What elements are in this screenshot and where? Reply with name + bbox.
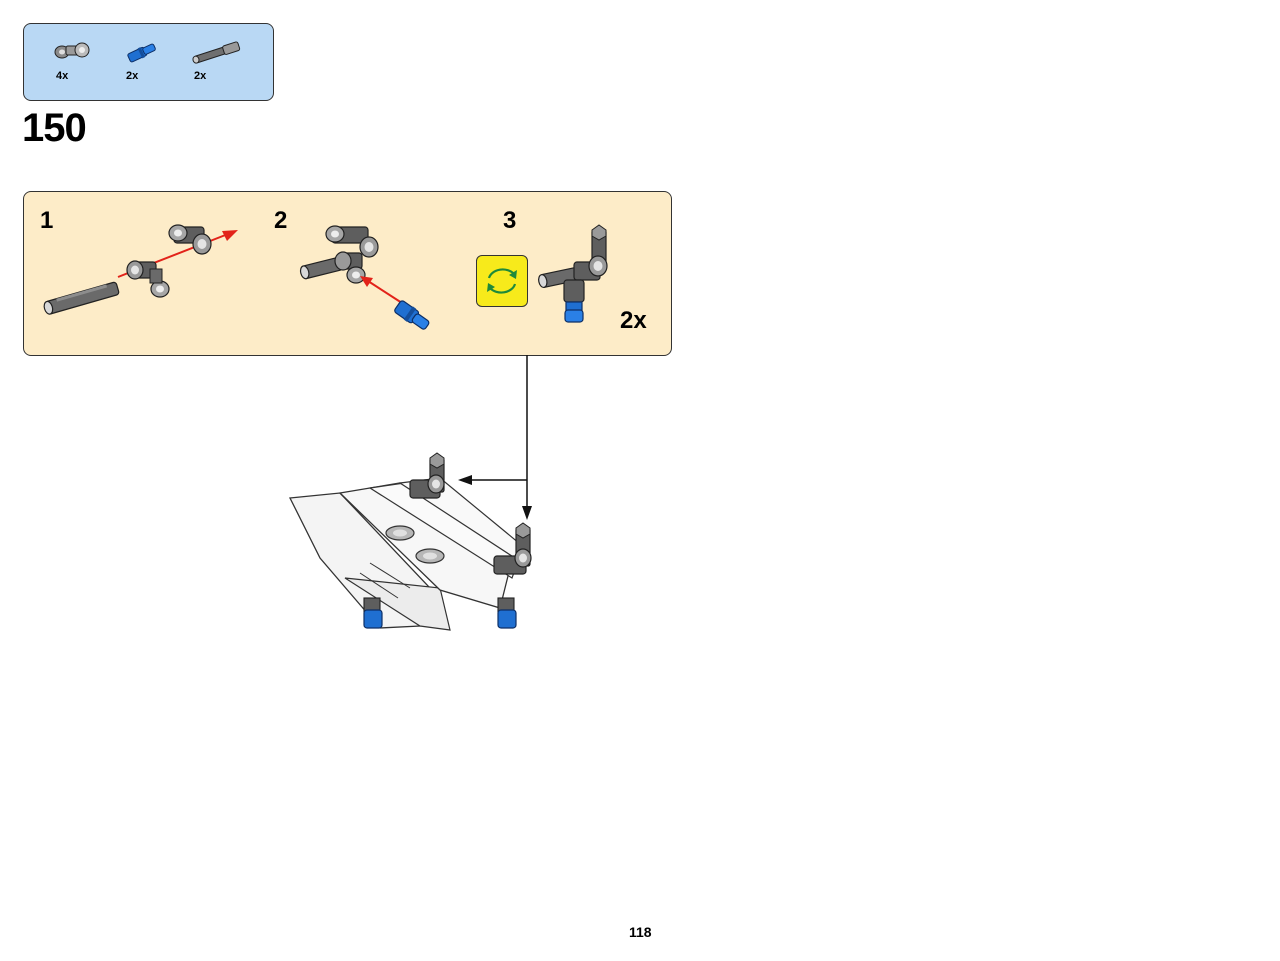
pin-connector-icon [54, 42, 90, 59]
parts-list-box: 4x 2x 2x [23, 23, 274, 101]
parts-item-qty: 2x [126, 70, 139, 82]
parts-item-blue-pin: 2x [122, 38, 182, 92]
sub-step-1-illustration [43, 224, 238, 315]
rotate-icon [476, 255, 528, 307]
sub-step-number: 1 [40, 207, 54, 234]
sub-step-number: 2 [274, 207, 288, 234]
parts-item-pin-connector: 4x [52, 38, 112, 92]
axle-icon [192, 41, 241, 64]
sub-step-2-illustration [299, 225, 430, 330]
sub-assembly-multiplier: 2x [620, 307, 647, 334]
sub-step-number: 3 [503, 207, 517, 234]
step-number: 150 [22, 106, 87, 150]
sub-assembly-box: 1 2 3 [23, 191, 672, 356]
page-number: 118 [629, 924, 652, 940]
sub-step-3-illustration [538, 224, 608, 323]
main-model-illustration [288, 452, 532, 631]
parts-item-qty: 2x [194, 70, 207, 82]
parts-item-axle: 2x [190, 38, 250, 92]
parts-item-qty: 4x [56, 70, 69, 82]
blue-pin-icon [127, 43, 156, 63]
